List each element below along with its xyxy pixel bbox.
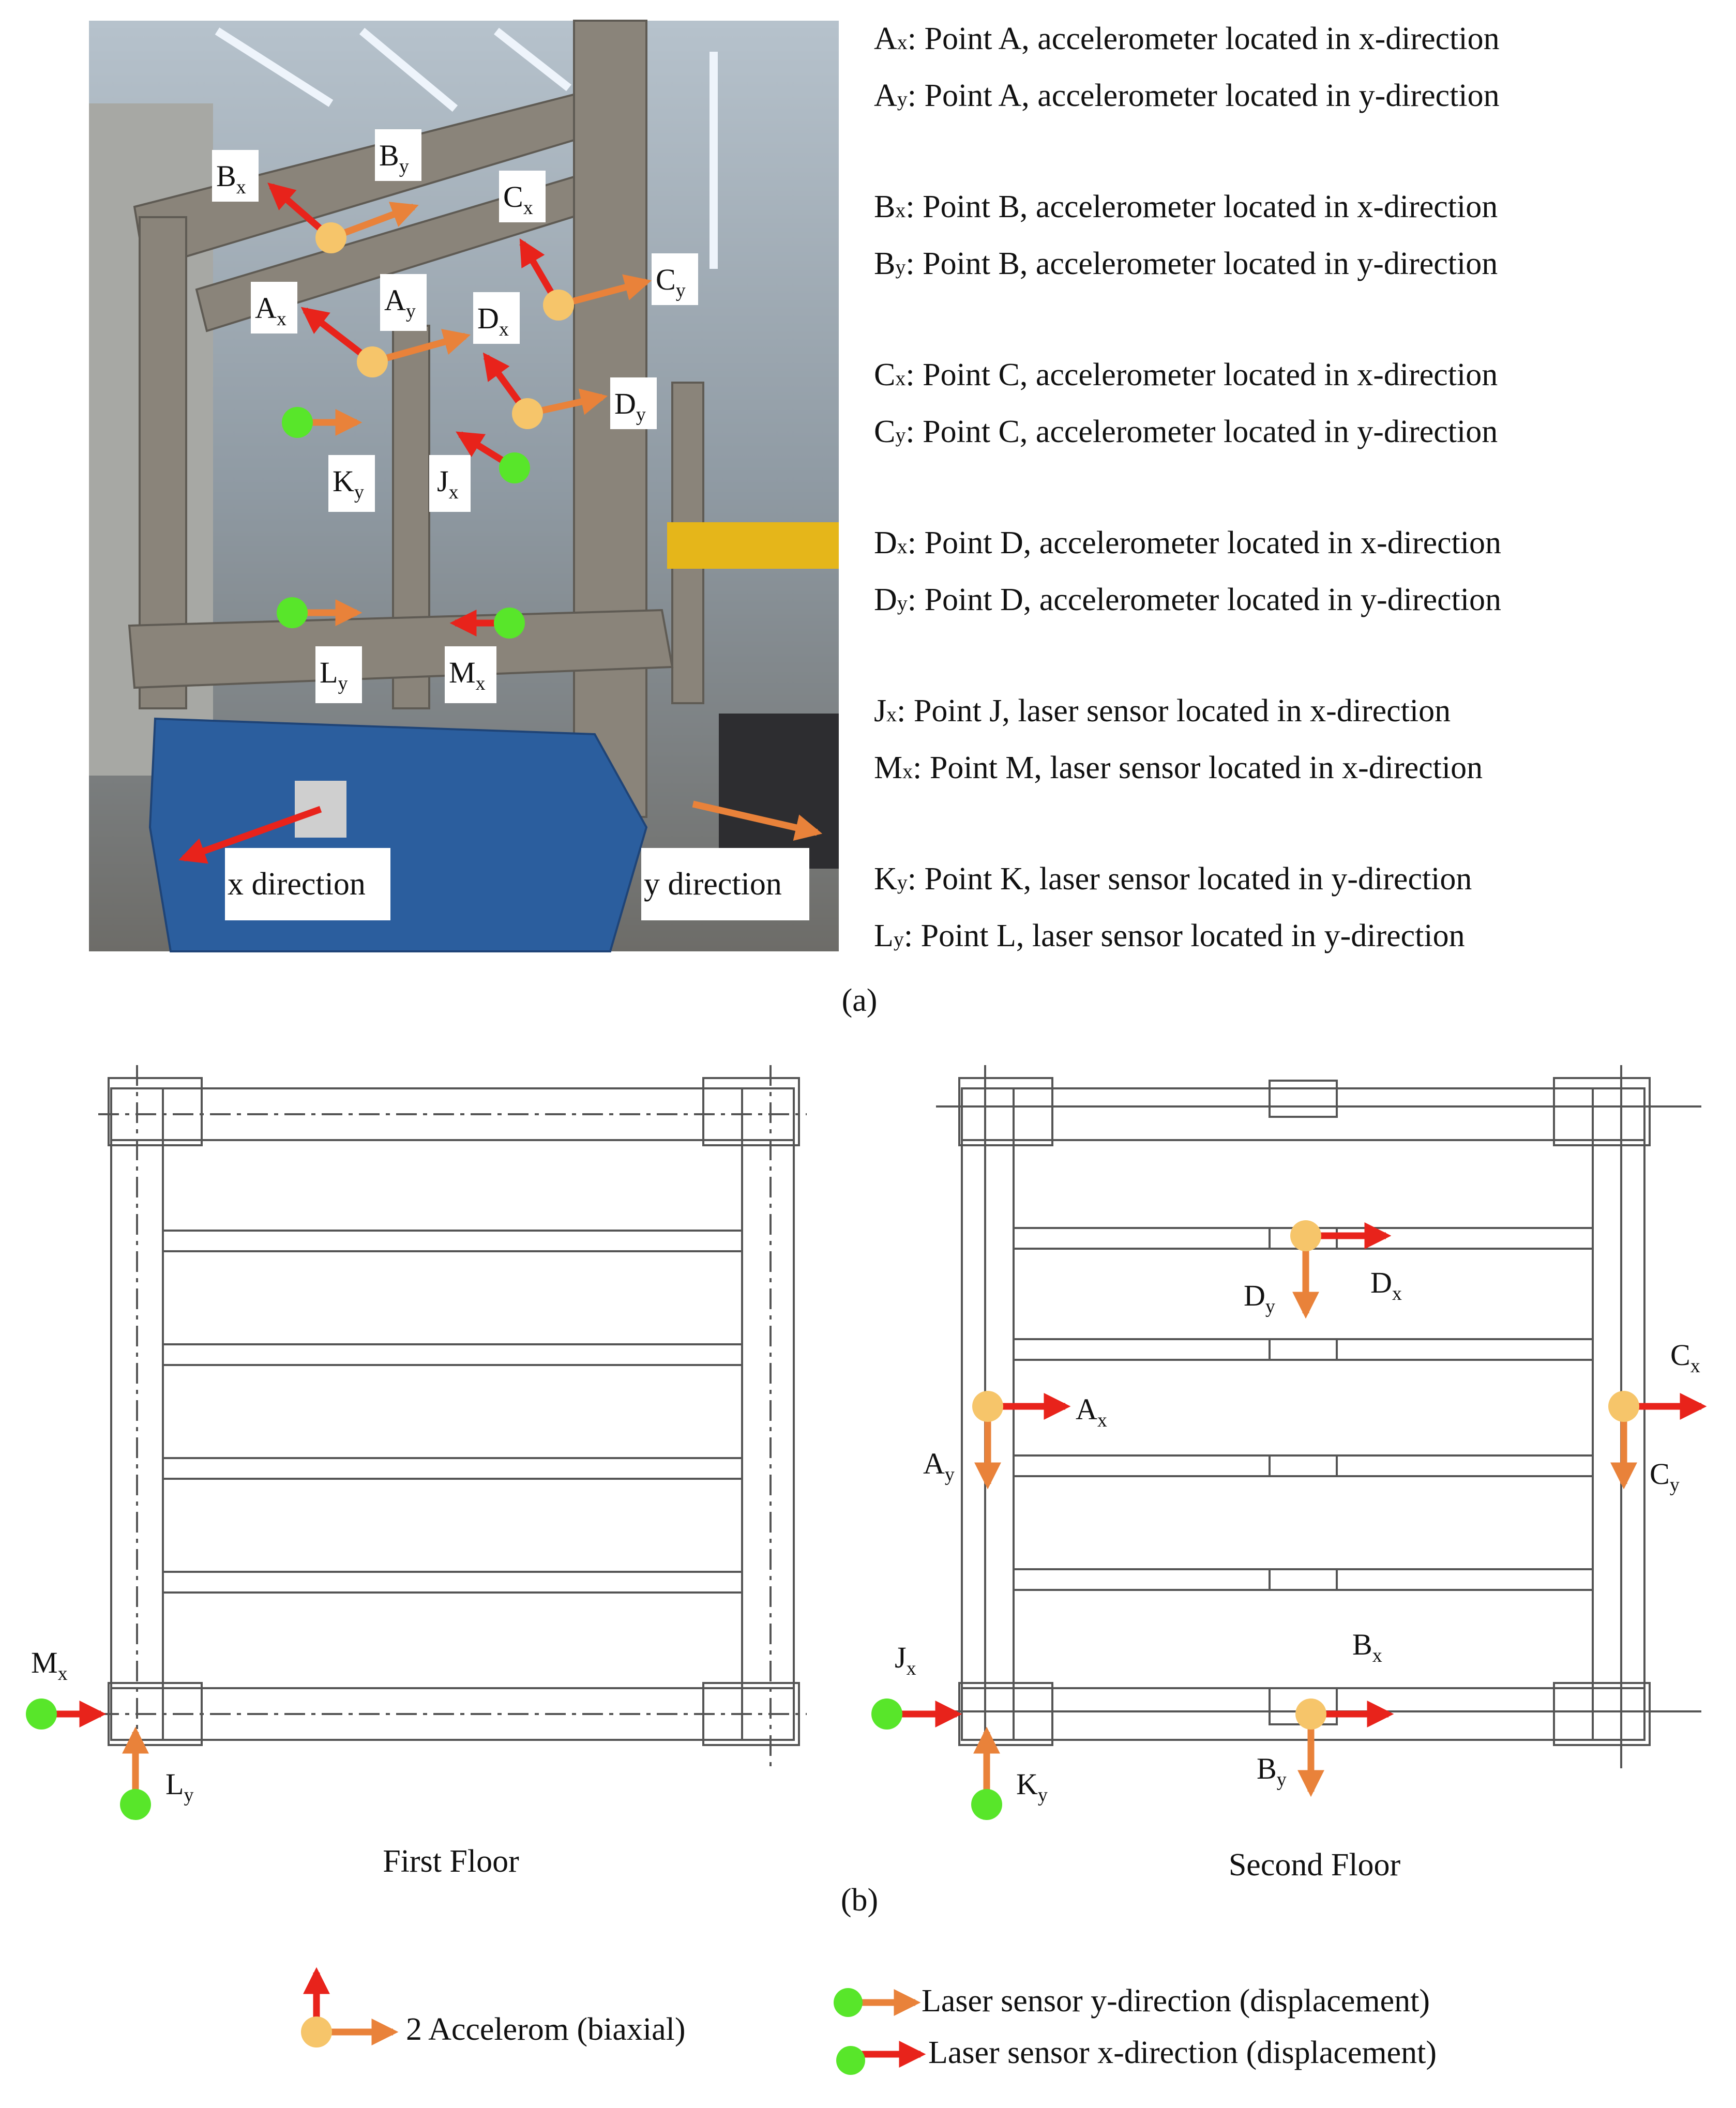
photo-label-Cy: Cy <box>656 263 686 301</box>
plan-accel-C <box>1608 1391 1639 1422</box>
legend-a-Jx: Jx: Point J, laser sensor located in x-d… <box>874 693 1451 729</box>
legend-a-Cy: Cy: Point C, accelerometer located in y-… <box>874 414 1498 449</box>
legend-accel-dot <box>301 2016 332 2048</box>
photo-label-Jx: Jx <box>437 464 459 503</box>
plan-accel-A <box>972 1391 1003 1422</box>
plan-laser-L <box>120 1789 151 1820</box>
plan-label-Jx: Jx <box>895 1641 916 1679</box>
photo-arrow-y-direction <box>692 800 823 841</box>
shake-table <box>148 717 648 952</box>
photo-label-Dy: Dy <box>614 387 646 426</box>
plan-label-Ay: Ay <box>923 1447 955 1485</box>
plan-label-By: By <box>1257 1752 1287 1791</box>
legend-a-Mx: Mx: Point M, laser sensor located in x-d… <box>874 750 1483 785</box>
legend-a-Cx: Cx: Point C, accelerometer located in x-… <box>874 357 1498 392</box>
legend-laser-y-dot <box>834 1988 863 2017</box>
ceiling-lights <box>215 27 718 269</box>
photo-accel-C <box>543 290 574 321</box>
legend-accel-label: 2 Accelerom (biaxial) <box>406 2012 686 2047</box>
photo-label-Cx: Cx <box>503 180 533 219</box>
plan-sensor-labels: Mx Ly Jx Ky Ax Ay Cx Cy Dx Dy Bx By <box>31 1266 1700 1806</box>
photo-label-Ay: Ay <box>384 283 416 322</box>
plan-title-second-floor: Second Floor <box>1229 1847 1401 1883</box>
photo-accel-D <box>512 398 543 429</box>
legend-a-Ky: Ky: Point K, laser sensor located in y-d… <box>874 861 1472 897</box>
legend-a-By: By: Point B, accelerometer located in y-… <box>874 246 1498 281</box>
legend-laser-y-label: Laser sensor y-direction (displacement) <box>922 1983 1430 2019</box>
yellow-crane-beam <box>667 522 839 569</box>
second-floor-plan <box>936 1065 1701 1768</box>
plan-title-first-floor: First Floor <box>383 1844 519 1879</box>
photo-label-Mx: Mx <box>449 656 486 694</box>
photo-arrow-x-direction <box>178 806 322 864</box>
legend-a-Dy: Dy: Point D, accelerometer located in y-… <box>874 582 1501 617</box>
plan-label-Dx: Dx <box>1370 1266 1402 1305</box>
legend-a-Ay: Ay: Point A, accelerometer located in y-… <box>874 78 1500 113</box>
floor-dark <box>719 714 839 869</box>
plan-label-Mx: Mx <box>31 1646 68 1685</box>
plan-laser-K <box>971 1789 1002 1820</box>
plan-accel-D <box>1290 1220 1321 1251</box>
legend-a-Bx: Bx: Point B, accelerometer located in x-… <box>874 189 1498 224</box>
plan-label-Cx: Cx <box>1670 1338 1700 1377</box>
photo-label-y-direction: y direction <box>644 867 782 902</box>
photo-accel-A <box>357 346 388 377</box>
plan-label-Ky: Ky <box>1016 1767 1048 1806</box>
first-floor-plan <box>98 1065 807 1768</box>
plan-label-Bx: Bx <box>1352 1628 1382 1666</box>
caption-b: (b) <box>841 1883 878 1918</box>
plan-accel-B <box>1295 1698 1326 1730</box>
photo-label-Bx: Bx <box>216 159 246 198</box>
legend-a-Dx: Dx: Point D, accelerometer located in x-… <box>874 525 1501 560</box>
photo-laser-K <box>282 407 313 438</box>
legend-a-Ly: Ly: Point L, laser sensor located in y-d… <box>874 918 1465 953</box>
photo-laser-L <box>277 597 308 628</box>
legend-laser-x-dot <box>836 2046 865 2075</box>
plan-label-Ax: Ax <box>1076 1392 1107 1431</box>
photo-sensor-labels: Bx By Cx Cy Ax Ay Dx Dy Ky Jx Ly Mx x di… <box>212 129 809 920</box>
plan-label-Dy: Dy <box>1244 1279 1275 1317</box>
plan-laser-J <box>871 1698 902 1730</box>
plan-sensor-dots <box>26 1220 1639 1820</box>
photo-label-By: By <box>379 139 409 177</box>
photo-label-Ly: Ly <box>320 656 348 694</box>
photo-laser-M <box>494 608 525 639</box>
plan-laser-M <box>26 1698 57 1730</box>
caption-a: (a) <box>842 983 878 1018</box>
photo-label-x-direction: x direction <box>228 867 366 902</box>
photo-label-Ax: Ax <box>255 291 286 330</box>
photo-arrow-Ay <box>371 329 471 366</box>
photo-label-Dx: Dx <box>477 301 509 340</box>
test-photo: Bx By Cx Cy Ax Ay Dx Dy Ky Jx Ly Mx x di… <box>89 20 839 952</box>
plan-label-Cy: Cy <box>1650 1457 1680 1496</box>
plan-label-Ly: Ly <box>165 1767 193 1806</box>
legend-a-Ax: Ax: Point A, accelerometer located in x-… <box>874 21 1500 56</box>
photo-label-Ky: Ky <box>333 464 364 503</box>
sensor-legend-a: Ax: Point A, accelerometer located in x-… <box>874 21 1501 953</box>
photo-sensor-dots <box>277 222 574 639</box>
bottom-legend: 2 Accelerom (biaxial) Laser sensor y-dir… <box>301 1967 1437 2075</box>
photo-laser-J <box>499 452 530 483</box>
photo-accel-B <box>315 222 346 253</box>
legend-laser-x-label: Laser sensor x-direction (displacement) <box>928 2035 1437 2070</box>
